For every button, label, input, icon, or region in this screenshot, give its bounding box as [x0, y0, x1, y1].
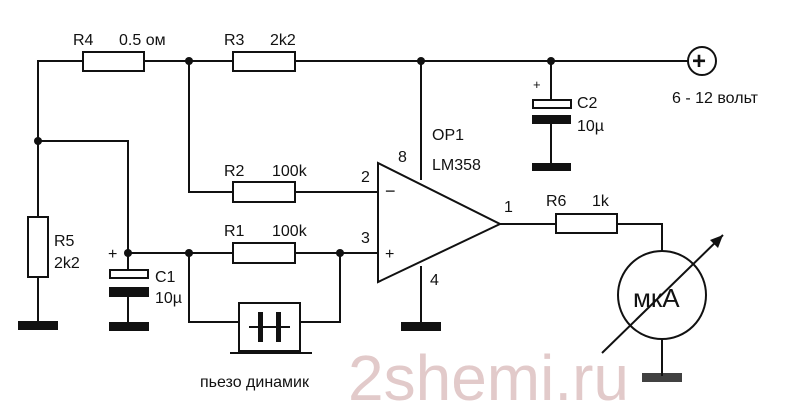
components-c1-polarity-label: +	[108, 246, 117, 263]
capacitor-c1: + C1 10µ	[108, 246, 182, 307]
resistor-r6: R6 1k	[546, 193, 618, 234]
components-supply-label-label: 6 - 12 вольт	[672, 90, 759, 107]
wires	[37, 60, 688, 376]
watermark: 2shemi.ru	[348, 342, 629, 408]
components-r1-ref-label: R1	[224, 223, 245, 240]
resistor-r5: R5 2k2	[27, 216, 80, 278]
components-op1-pins-vcc-label: 8	[398, 149, 407, 166]
components-r5-ref-label: R5	[54, 233, 75, 250]
resistor-r4: R4 0.5 ом	[73, 32, 166, 72]
opamp-op1: OP1 LM358 8 2 3 1 4 − +	[361, 127, 513, 289]
junction-dots	[34, 57, 555, 257]
components-op1-pins-gnd-label: 4	[430, 272, 439, 289]
components-op1-noninv_sign-label: +	[385, 246, 394, 263]
components-r6-value-label: 1k	[592, 193, 610, 210]
components-op1-value-label: LM358	[432, 157, 481, 174]
capacitor-c2: + C2 10µ	[532, 77, 604, 135]
resistor-r2: R2 100k	[224, 163, 308, 203]
components-r4-ref-label: R4	[73, 32, 94, 49]
components-op1-inv_sign-label: −	[385, 181, 396, 201]
components-op1-pins-out-label: 1	[504, 199, 513, 216]
components-c1-ref-label: C1	[155, 269, 176, 286]
components-piezo-label-label: пьезо динамик	[200, 374, 310, 391]
components-r3-ref-label: R3	[224, 32, 245, 49]
components-c2-polarity-label: +	[533, 77, 541, 92]
components-r2-ref-label: R2	[224, 163, 245, 180]
components-r5-value-label: 2k2	[54, 255, 80, 272]
components-r3-value-label: 2k2	[270, 32, 296, 49]
piezo-speaker: пьезо динамик	[200, 302, 312, 391]
components-supply-symbol-label: +	[692, 48, 706, 75]
resistor-r3: R3 2k2	[224, 32, 296, 72]
components-op1-pins-inv-label: 2	[361, 169, 370, 186]
components-r2-value-label: 100k	[272, 163, 308, 180]
ground-symbols	[18, 163, 682, 382]
components-r4-value-label: 0.5 ом	[119, 32, 166, 49]
components-op1-pins-noninv-label: 3	[361, 230, 370, 247]
components-c2-ref-label: C2	[577, 95, 598, 112]
components-r6-ref-label: R6	[546, 193, 567, 210]
components-op1-ref-label: OP1	[432, 127, 464, 144]
components-c1-value-label: 10µ	[155, 290, 182, 307]
microammeter: мкА	[601, 234, 724, 354]
components-meter-label-label: мкА	[633, 283, 680, 313]
resistor-r1: R1 100k	[224, 223, 308, 264]
components-r1-value-label: 100k	[272, 223, 308, 240]
supply-terminal: + 6 - 12 вольт	[672, 46, 759, 107]
components-c2-value-label: 10µ	[577, 118, 604, 135]
